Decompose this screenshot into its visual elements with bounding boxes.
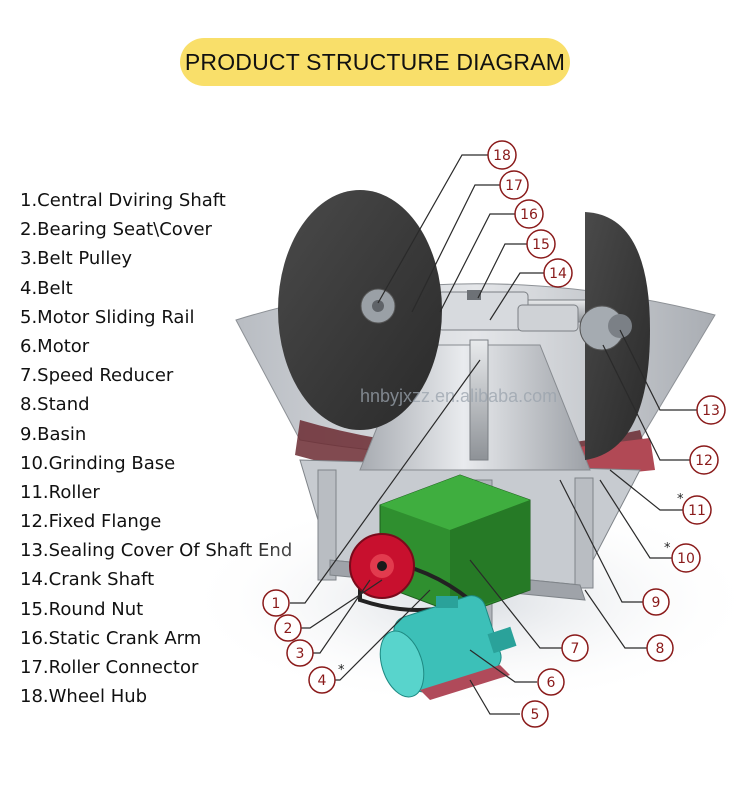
legend-item: 2.Bearing Seat\Cover xyxy=(20,219,212,241)
roller-connector xyxy=(517,304,579,332)
callout-17: 17 xyxy=(499,170,529,200)
legend-item: 17.Roller Connector xyxy=(20,657,199,678)
callout-number: 14 xyxy=(549,266,567,282)
callout-number: 5 xyxy=(531,707,540,723)
legend-item: 3.Belt Pulley xyxy=(20,248,133,270)
motor xyxy=(379,595,517,698)
pulley-hole xyxy=(377,561,387,571)
callout-number: 1 xyxy=(272,596,281,612)
callout-3: 3 xyxy=(286,639,314,667)
callout-8: 8 xyxy=(646,634,674,662)
callout-4: 4* xyxy=(308,663,345,694)
callout-5: 5 xyxy=(521,700,549,728)
star-mark: * xyxy=(338,663,345,678)
speed-reducer xyxy=(379,474,531,616)
callout-9: 9 xyxy=(642,588,670,616)
callout-number: 10 xyxy=(677,551,695,567)
static-crank-arm xyxy=(437,291,529,331)
callout-number: 2 xyxy=(284,621,293,637)
callout-18: 18 xyxy=(487,140,517,170)
legend-item: 15.Round Nut xyxy=(20,598,144,620)
callout-number: 9 xyxy=(652,595,661,611)
legend-item: 14.Crank Shaft xyxy=(20,569,155,591)
round-nut xyxy=(467,290,481,300)
callout-2: 2 xyxy=(274,614,302,642)
legend-item: 9.Basin xyxy=(20,423,87,445)
legend-item: 7.Speed Reducer xyxy=(20,365,174,387)
callout-13: 13 xyxy=(696,395,726,425)
legend-item: 12.Fixed Flange xyxy=(20,511,162,533)
callout-16: 16 xyxy=(514,199,544,229)
diagram-title: PRODUCT STRUCTURE DIAGRAM xyxy=(184,48,566,75)
callout-number: 16 xyxy=(520,207,538,223)
legend-item: 11.Roller xyxy=(20,481,100,503)
left-hub-bolt xyxy=(372,300,384,312)
leader-lines xyxy=(290,154,697,715)
legend-item: 18.Wheel Hub xyxy=(20,686,148,708)
star-mark: * xyxy=(677,492,684,507)
callout-number: 15 xyxy=(532,237,550,253)
legend-item: 8.Stand xyxy=(20,394,90,416)
callout-12: 12 xyxy=(689,445,719,475)
callout-number: 11 xyxy=(688,503,706,519)
callout-number: 3 xyxy=(296,646,305,662)
legend-item: 5.Motor Sliding Rail xyxy=(20,306,195,328)
callout-number: 17 xyxy=(505,178,523,194)
callout-11: 11 * xyxy=(677,492,712,525)
callout-number: 7 xyxy=(571,641,580,657)
legend-item: 6.Motor xyxy=(20,335,90,357)
callout-15: 15 xyxy=(526,229,556,259)
callout-number: 8 xyxy=(656,641,665,657)
callout-6: 6 xyxy=(537,668,565,696)
legend-item: 10.Grinding Base xyxy=(20,452,176,474)
legend-item: 4.Belt xyxy=(20,277,73,299)
callout-number: 6 xyxy=(547,675,556,691)
callout-number: 18 xyxy=(493,148,511,164)
callout-7: 7 xyxy=(561,634,589,662)
callout-1: 1 xyxy=(262,589,290,617)
star-mark: * xyxy=(664,541,671,556)
legend-item: 16.Static Crank Arm xyxy=(20,627,202,649)
callout-number: 12 xyxy=(695,453,713,469)
central-driving-shaft xyxy=(469,339,489,461)
left-roller xyxy=(278,190,442,430)
title-banner: PRODUCT STRUCTURE DIAGRAM xyxy=(180,38,570,86)
callout-14: 14 xyxy=(543,258,573,288)
parts-legend: 1.Central Dviring Shaft 2.Bearing Seat\C… xyxy=(20,186,292,711)
callout-10: 10 * xyxy=(664,541,701,573)
motor-sliding-rail xyxy=(420,665,510,700)
legend-item: 1.Central Dviring Shaft xyxy=(20,190,226,211)
callout-number: 4 xyxy=(318,673,327,689)
watermark: hnbyjxzz.en.alibaba.com xyxy=(360,386,557,406)
sealing-cover xyxy=(608,314,632,338)
callout-number: 13 xyxy=(702,403,720,419)
